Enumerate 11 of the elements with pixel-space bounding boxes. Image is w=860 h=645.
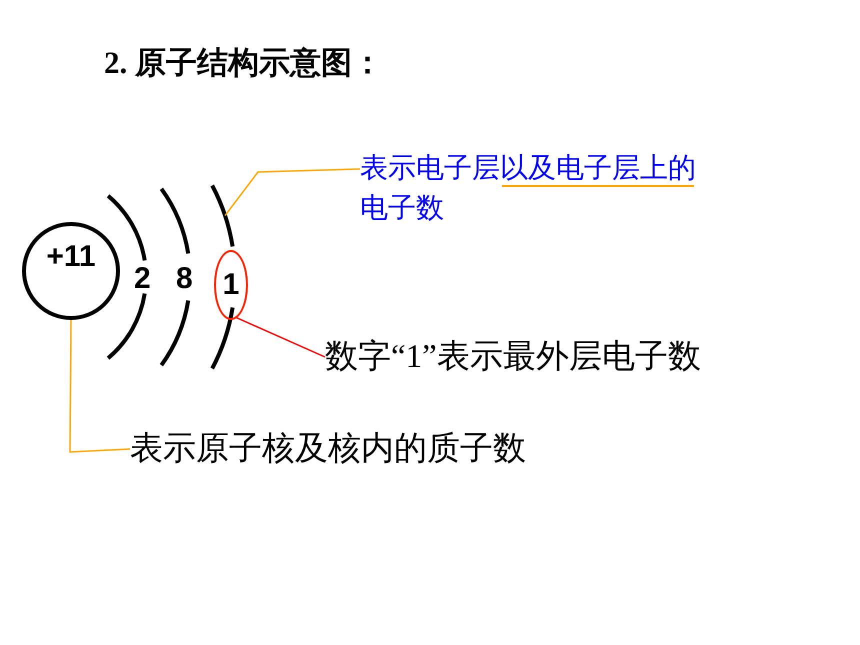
leader-line	[69, 320, 130, 453]
annotation-text: 表示原子核及核内的质子数	[130, 428, 526, 470]
electron-count: 8	[176, 262, 193, 296]
electron-count: 2	[134, 262, 151, 296]
annotation-text: 表示电子层以及电子层上的电子数	[360, 148, 712, 228]
nucleus-circle: +11	[22, 222, 120, 320]
leader-line	[224, 168, 360, 216]
leader-line	[234, 316, 326, 358]
highlight-ellipse: 1	[214, 250, 248, 320]
title: 2. 原子结构示意图：	[104, 44, 383, 82]
annotation-text: 数字“1”表示最外层电子数	[325, 336, 725, 378]
